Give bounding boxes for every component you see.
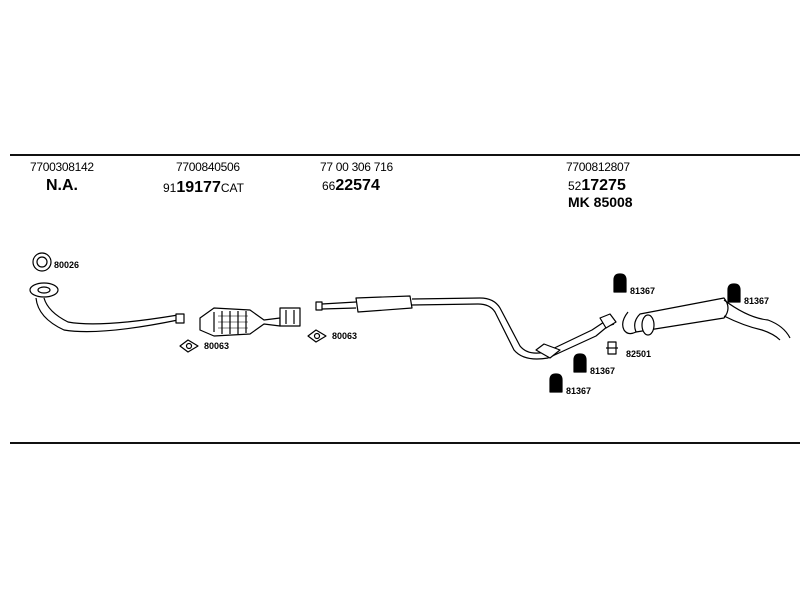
rubber-hanger-icon (549, 373, 563, 393)
ref-front-pipe: N.A. (46, 177, 78, 194)
bottom-divider (10, 442, 800, 444)
gasket-icon (179, 339, 199, 353)
part-number-front-pipe: 7700308142 (30, 160, 94, 174)
label-sealing-ring: 80026 (54, 260, 80, 270)
label-hanger-middle-lower: 81367 (566, 386, 592, 396)
sealing-ring-icon (32, 252, 52, 272)
part-number-catalyst: 7700840506 (176, 160, 240, 174)
part-number-middle-silencer: 77 00 306 716 (320, 160, 393, 174)
label-clamp: 82501 (626, 349, 652, 359)
clamp-icon (606, 341, 618, 355)
rubber-hanger-icon (613, 273, 627, 293)
rear-silencer (622, 297, 791, 341)
gasket-icon (307, 329, 327, 343)
ref-rear-silencer: 5217275 (568, 177, 626, 194)
middle-silencer-pipe (315, 295, 617, 360)
ref-middle-silencer: 6622574 (322, 177, 380, 194)
ref-catalyst: 9119177CAT (163, 179, 244, 196)
label-hanger-front-rear: 81367 (630, 286, 656, 296)
label-hanger-rear: 81367 (744, 296, 770, 306)
label-gasket-middle: 80063 (332, 331, 358, 341)
front-pipe (29, 282, 185, 333)
label-hanger-middle-upper: 81367 (590, 366, 616, 376)
catalytic-converter (199, 307, 301, 337)
mounting-kit-ref: MK 85008 (568, 194, 633, 210)
label-gasket-catalyst: 80063 (204, 341, 230, 351)
top-divider (10, 154, 800, 156)
part-number-rear-silencer: 7700812807 (566, 160, 630, 174)
rubber-hanger-icon (573, 353, 587, 373)
rubber-hanger-icon (727, 283, 741, 303)
